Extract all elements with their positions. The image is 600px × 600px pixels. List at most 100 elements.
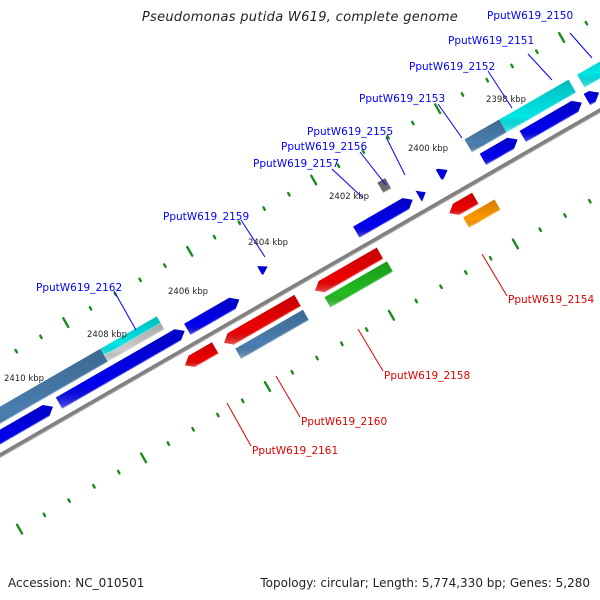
feature-layer [0, 40, 600, 459]
forward-leader-line [385, 136, 406, 176]
feature-gray-2162-shade [104, 323, 165, 362]
upper-minor-tick [14, 348, 19, 354]
feature-steel-2160[interactable] [235, 309, 310, 360]
feature-green-2158-shade [324, 261, 393, 308]
cds-blue-2-edge [61, 339, 182, 410]
forward-gene-label[interactable]: PputW619_2156 [281, 141, 367, 153]
forward-gene-label[interactable]: PputW619_2159 [163, 211, 249, 223]
cds-blue-4[interactable] [353, 198, 413, 239]
forward-leader-line [437, 103, 463, 139]
feature-gray-2162[interactable] [104, 323, 165, 363]
upper-minor-tick [138, 277, 143, 283]
cds-blue-3[interactable] [184, 297, 240, 336]
upper-minor-tick [39, 334, 43, 340]
lower-minor-tick [116, 469, 121, 475]
cds-blue-3-edge [190, 308, 237, 336]
feature-steel-1[interactable] [0, 348, 109, 442]
cds-red-2160-edge [233, 305, 302, 346]
cds-red-2154-shade [449, 192, 479, 215]
upper-major-tick [186, 245, 194, 257]
cds-blue-6[interactable] [435, 168, 448, 182]
forward-leader-line [331, 168, 364, 199]
upper-minor-tick [163, 263, 167, 268]
upper-minor-tick [534, 49, 539, 55]
forward-gene-label[interactable]: PputW619_2153 [359, 93, 445, 105]
forward-leader-line [113, 290, 137, 331]
cds-red-2154[interactable] [449, 192, 480, 216]
feature-orange-2154[interactable] [463, 199, 501, 229]
reverse-gene-label[interactable]: PputW619_2154 [508, 294, 594, 306]
upper-minor-tick [584, 20, 589, 26]
forward-leader-line [240, 219, 266, 258]
cds-blue-1[interactable] [0, 405, 53, 457]
lower-minor-tick [538, 227, 543, 233]
lower-minor-tick [587, 198, 592, 204]
upper-minor-tick [510, 63, 514, 69]
cds-blue-1-shade [0, 405, 53, 445]
forward-leader-line [359, 151, 387, 186]
cds-blue-9[interactable] [583, 91, 600, 107]
backbone [0, 107, 600, 458]
lower-minor-tick [488, 255, 493, 261]
feature-gray-2155[interactable] [377, 178, 392, 194]
feature-gray-2155-shade [377, 178, 392, 193]
feature-steel-2160-shade [235, 309, 309, 359]
upper-minor-tick [212, 234, 217, 240]
forward-gene-label[interactable]: PputW619_2152 [409, 61, 495, 73]
upper-minor-tick [386, 134, 390, 140]
cds-red-2158[interactable] [315, 247, 384, 294]
feature-steel-2-edge [471, 131, 508, 154]
feature-steel-2160-edge [240, 319, 310, 360]
feature-cyan-2[interactable] [577, 40, 600, 89]
cds-blue-7-shade [479, 137, 518, 166]
cds-red-2154-edge [459, 203, 480, 216]
lower-major-tick [511, 238, 520, 250]
cds-blue-8[interactable] [519, 100, 582, 143]
upper-minor-tick [336, 163, 341, 169]
forward-gene-label[interactable]: PputW619_2151 [448, 35, 534, 47]
cds-red-2161[interactable] [184, 342, 220, 368]
feature-cyan-1-shade [499, 79, 576, 133]
feature-green-2158[interactable] [324, 261, 394, 309]
lower-minor-tick [42, 512, 47, 518]
cds-blue-6-edge [441, 178, 445, 182]
cds-red-2158-shade [315, 247, 384, 293]
forward-gene-label[interactable]: PputW619_2150 [487, 10, 573, 22]
cds-blue-7-edge [485, 148, 515, 166]
lower-major-tick [387, 309, 396, 321]
feature-steel-2[interactable] [464, 119, 508, 154]
cds-red-2161-edge [194, 352, 220, 368]
lower-minor-tick [240, 398, 245, 404]
feature-cyan-1-edge [506, 91, 577, 134]
cds-blue-5[interactable] [415, 190, 426, 202]
lower-major-tick [15, 523, 24, 535]
feature-orange-2154-edge [468, 209, 501, 229]
cds-blue-4-shade [353, 198, 413, 238]
upper-major-tick [309, 174, 318, 186]
tick-layer [14, 20, 592, 535]
reverse-gene-label[interactable]: PputW619_2160 [301, 416, 387, 428]
forward-gene-label[interactable]: PputW619_2157 [253, 158, 339, 170]
feature-cyan-1[interactable] [499, 79, 577, 134]
forward-leader-line [527, 53, 553, 81]
cds-red-2160[interactable] [224, 294, 302, 346]
cds-blue-2[interactable] [55, 329, 185, 410]
cds-blue-2-shade [55, 329, 185, 409]
upper-minor-tick [286, 191, 291, 197]
feature-green-2158-edge [330, 270, 394, 309]
accession-label: Accession: NC_010501 [8, 576, 145, 590]
lower-minor-tick [315, 355, 319, 361]
feature-steel-2-shade [464, 119, 507, 153]
lower-minor-tick [439, 284, 443, 290]
cds-blue-7[interactable] [479, 137, 518, 166]
reverse-leader-line [481, 253, 508, 297]
reverse-gene-label[interactable]: PputW619_2161 [252, 445, 338, 457]
lower-minor-tick [191, 426, 196, 432]
reverse-gene-label[interactable]: PputW619_2158 [384, 370, 470, 382]
lower-minor-tick [166, 441, 171, 446]
lower-minor-tick [215, 412, 220, 418]
forward-gene-label[interactable]: PputW619_2155 [307, 126, 393, 138]
forward-gene-label[interactable]: PputW619_2162 [36, 282, 122, 294]
cds-blue-2159[interactable] [257, 266, 268, 277]
